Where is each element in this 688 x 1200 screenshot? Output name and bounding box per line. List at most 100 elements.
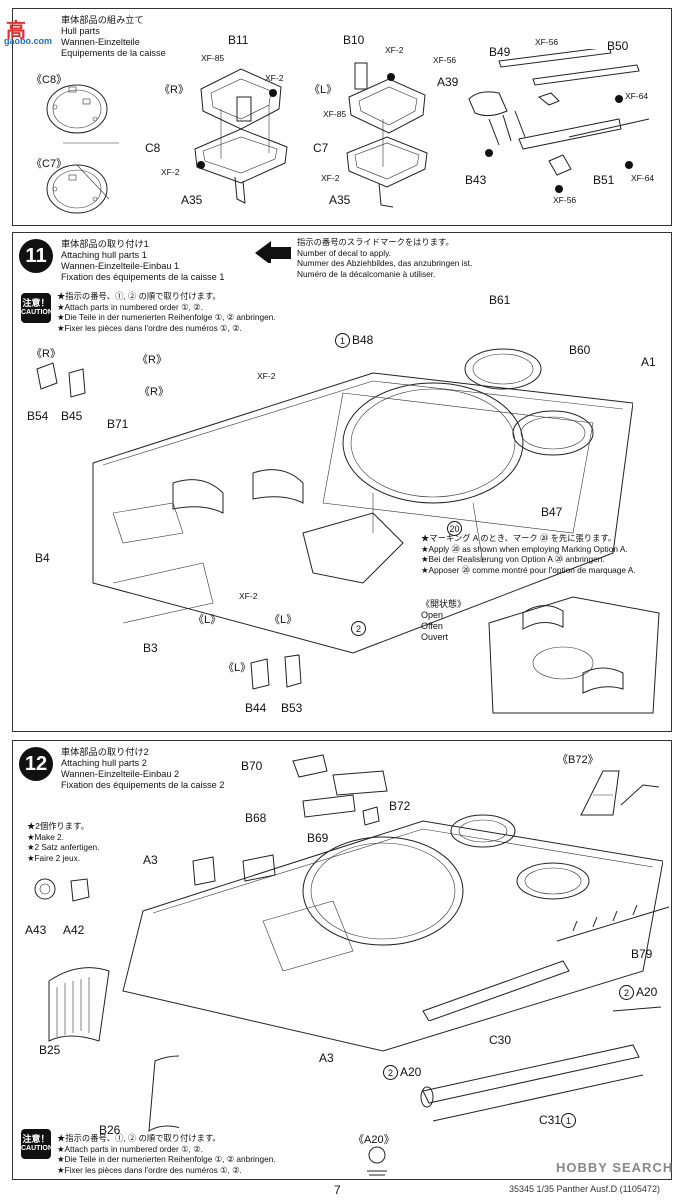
part-c30: C30 xyxy=(489,1033,512,1047)
marking-note: ★マーキング A のとき、マーク ⑳ を先に張ります。 ★Apply ⑳ as … xyxy=(421,533,636,575)
part-b69: B69 xyxy=(307,831,329,845)
page-number: 7 xyxy=(334,1183,341,1197)
paint-xf2: XF-2 xyxy=(239,591,258,601)
part-b3: B3 xyxy=(143,641,158,655)
headlight-parts-drawing xyxy=(34,878,90,902)
side-r: 《R》 xyxy=(137,354,167,366)
part-b71: B71 xyxy=(107,417,129,431)
side-r: 《R》 xyxy=(159,84,189,96)
part-b68: B68 xyxy=(245,811,267,825)
paint-xf85: XF-85 xyxy=(323,109,347,119)
bracket-parts-drawing xyxy=(292,754,388,826)
paint-xf64: XF-64 xyxy=(631,173,655,183)
order-note: ★指示の番号、①, ② の順で取り付けます。 ★Attach parts in … xyxy=(57,1133,276,1175)
paint-xf2: XF-2 xyxy=(321,173,340,183)
paint-xf64: XF-64 xyxy=(625,91,649,101)
side-r: 《R》 xyxy=(139,386,169,398)
side-a20: 《A20》 xyxy=(353,1134,395,1146)
paint-xf2: XF-2 xyxy=(257,371,276,381)
part-b70: B70 xyxy=(241,759,263,773)
part-b49: B49 xyxy=(489,45,511,59)
part-b44: B44 xyxy=(245,701,267,715)
side-c7: 《C7》 xyxy=(31,158,68,170)
part-b4: B4 xyxy=(35,551,50,565)
step-11-title: 車体部品の取り付け1 Attaching hull parts 1 Wannen… xyxy=(61,239,225,282)
part-b72: B72 xyxy=(389,799,411,813)
decal-20-marker: 20 xyxy=(447,521,464,536)
part-a1: A1 xyxy=(641,355,656,369)
caution-badge: 注意！ CAUTION xyxy=(21,293,53,323)
decal-note: 指示の番号のスライドマークをはります。 Number of decal to a… xyxy=(297,237,473,279)
open-hatch-drawing xyxy=(488,596,660,714)
side-l: 《L》 xyxy=(269,614,298,626)
part-a42: A42 xyxy=(63,923,85,937)
part-b50: B50 xyxy=(607,39,629,53)
part-b25: B25 xyxy=(39,1043,61,1057)
step-12-title: 車体部品の取り付け2 Attaching hull parts 2 Wannen… xyxy=(61,747,225,790)
part-c8: C8 xyxy=(145,141,161,155)
b79-bar-drawing xyxy=(556,904,670,942)
rod-drawing xyxy=(420,1044,644,1122)
exhaust-parts-drawing xyxy=(468,49,650,193)
step-marker-2: 2 xyxy=(351,621,368,637)
step-12-number: 12 xyxy=(19,747,53,781)
part-a39: A39 xyxy=(437,75,459,89)
part-b54: B54 xyxy=(27,409,49,423)
part-b79: B79 xyxy=(631,947,653,961)
part-b60: B60 xyxy=(569,343,591,357)
hull-top-drawing xyxy=(92,348,633,654)
part-a43: A43 xyxy=(25,923,47,937)
part-b61: B61 xyxy=(489,293,511,307)
part-b53: B53 xyxy=(281,701,303,715)
paint-xf2: XF-2 xyxy=(265,73,284,83)
part-c7: C7 xyxy=(313,141,329,155)
side-l: 《L》 xyxy=(309,84,338,96)
hull-top-drawing-2 xyxy=(122,814,663,1052)
open-state-label: 《開状態》 Open Offen Ouvert xyxy=(421,599,467,642)
watermark-logo-kanji: 高 xyxy=(6,20,26,42)
part-a35: A35 xyxy=(329,193,351,207)
tube-drawing xyxy=(422,960,662,1021)
a20-detail-drawing xyxy=(367,1146,387,1176)
step-10-panel: 車体部品の組み立て Hull parts Wannen-Einzelteile … xyxy=(12,8,672,226)
watermark-site: gaobo.com xyxy=(4,36,53,46)
order-note: ★指示の番号、①, ② の順で取り付けます。 ★Attach parts in … xyxy=(57,291,276,333)
step-11-panel: 11 車体部品の取り付け1 Attaching hull parts 1 Wan… xyxy=(12,232,672,732)
paint-xf56: XF-56 xyxy=(553,195,577,205)
part-b10: B10 xyxy=(343,33,365,47)
side-l: 《L》 xyxy=(223,662,252,674)
side-b72: 《B72》 xyxy=(557,754,599,766)
part-b54-b45-drawing xyxy=(36,362,86,398)
part-b45: B45 xyxy=(61,409,83,423)
part-b11: B11 xyxy=(228,33,249,47)
paint-xf56: XF-56 xyxy=(433,55,457,65)
kit-code: 35345 1/35 Panther Ausf.D (1105472) xyxy=(509,1184,660,1194)
paint-xf2: XF-2 xyxy=(161,167,180,177)
hatch-r-drawing xyxy=(194,68,288,204)
watermark-hobby-search: HOBBY SEARCH xyxy=(556,1160,674,1175)
side-r: 《R》 xyxy=(31,348,61,360)
step-12-panel: 12 車体部品の取り付け2 Attaching hull parts 2 Wan… xyxy=(12,740,672,1180)
part-b43: B43 xyxy=(465,173,487,187)
decal-arrow-icon xyxy=(255,241,291,263)
fender-parts-drawing xyxy=(48,967,179,1132)
part-b44-b53-drawing xyxy=(250,654,302,690)
step-11-number: 11 xyxy=(19,239,53,273)
part-b47: B47 xyxy=(541,505,563,519)
paint-xf2: XF-2 xyxy=(385,45,404,55)
make-2-note: ★2個作ります。 ★Make 2. ★2 Satz anfertigen. ★F… xyxy=(27,821,100,863)
step-10-title: 車体部品の組み立て Hull parts Wannen-Einzelteile … xyxy=(61,15,166,58)
hatch-c8-c7-drawing xyxy=(46,84,119,214)
side-l: 《L》 xyxy=(193,614,222,626)
part-b26: B26 xyxy=(99,1123,121,1137)
caution-badge: 注意！ CAUTION xyxy=(21,1129,53,1159)
part-a3: A3 xyxy=(143,853,158,867)
part-b51: B51 xyxy=(593,173,615,187)
b72-detail-drawing xyxy=(580,770,660,816)
part-a35: A35 xyxy=(181,193,203,207)
paint-xf85: XF-85 xyxy=(201,53,225,63)
